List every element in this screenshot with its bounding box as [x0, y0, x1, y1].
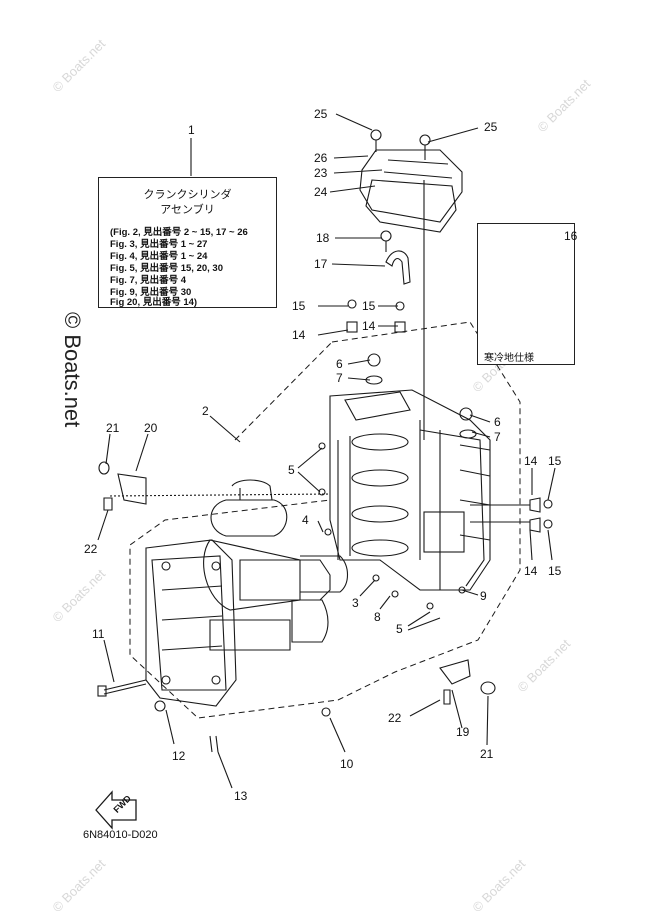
- legend-line: Fig. 4, 見出番号 1 ~ 24: [110, 251, 208, 262]
- diagram-code: 6N84010-D020: [83, 829, 158, 841]
- inset-caption: 寒冷地仕様: [484, 353, 534, 364]
- callout-26[interactable]: 26: [314, 151, 328, 165]
- leader-14a: [317, 329, 349, 336]
- callout-1[interactable]: 1: [188, 123, 195, 137]
- callout-3[interactable]: 3: [352, 596, 359, 610]
- leader-14d: [529, 529, 533, 561]
- leader-17: [331, 263, 386, 267]
- leader-4: [317, 520, 324, 533]
- leader-15d: [547, 529, 553, 561]
- callout-10[interactable]: 10: [340, 757, 354, 771]
- leader-21b: [486, 695, 489, 746]
- leader-26: [333, 155, 369, 159]
- callout-11[interactable]: 11: [92, 627, 105, 641]
- centerline-left: [109, 493, 331, 497]
- clamp-17: [385, 250, 411, 285]
- leader-6b: [469, 414, 491, 423]
- callout-14[interactable]: 14: [292, 328, 306, 342]
- callout-21[interactable]: 21: [106, 421, 120, 435]
- callout-7[interactable]: 7: [494, 430, 501, 444]
- callout-9[interactable]: 9: [480, 589, 487, 603]
- callout-25[interactable]: 25: [484, 120, 498, 134]
- head-gasket: [365, 179, 457, 233]
- leader-13: [217, 751, 233, 789]
- callout-6[interactable]: 6: [494, 415, 501, 429]
- callout-15[interactable]: 15: [548, 454, 562, 468]
- callout-21[interactable]: 21: [480, 747, 494, 761]
- callout-12[interactable]: 12: [172, 749, 186, 763]
- crankcase: [145, 539, 237, 707]
- leader-20: [135, 433, 149, 472]
- callout-6[interactable]: 6: [336, 357, 343, 371]
- cylinder-block: [329, 389, 491, 591]
- leader-23: [333, 169, 383, 174]
- callout-8[interactable]: 8: [374, 610, 381, 624]
- legend-line: Fig. 7, 見出番号 4: [110, 275, 187, 286]
- leader-19: [451, 689, 463, 729]
- part-19: [439, 659, 471, 685]
- legend-title-line1: クランクシリンダ: [143, 189, 232, 201]
- callout-14[interactable]: 14: [524, 454, 538, 468]
- cold-climate-inset: 寒冷地仕様: [477, 223, 575, 365]
- callout-16[interactable]: 16: [564, 229, 578, 243]
- leader-3: [359, 579, 376, 597]
- part-20: [117, 473, 147, 505]
- bolt-11: [103, 679, 147, 695]
- callout-15[interactable]: 15: [362, 299, 376, 313]
- head-cover: [359, 149, 463, 223]
- callout-23[interactable]: 23: [314, 166, 328, 180]
- callout-2[interactable]: 2: [202, 404, 209, 418]
- callout-18[interactable]: 18: [316, 231, 330, 245]
- centerline-right: [470, 504, 530, 523]
- callout-15[interactable]: 15: [292, 299, 306, 313]
- leader-5b: [407, 611, 441, 631]
- callout-15[interactable]: 15: [548, 564, 562, 578]
- leader-7b: [471, 431, 491, 438]
- callout-14[interactable]: 14: [524, 564, 538, 578]
- leader-22a: [97, 509, 109, 541]
- callout-13[interactable]: 13: [234, 789, 248, 803]
- leader-8: [379, 595, 391, 610]
- leader-2: [209, 415, 241, 443]
- leader-25b: [427, 127, 479, 143]
- crankshaft: [210, 488, 288, 537]
- callout-7[interactable]: 7: [336, 371, 343, 385]
- leader-5a: [297, 447, 323, 493]
- leader-24: [329, 185, 376, 193]
- callout-20[interactable]: 20: [144, 421, 158, 435]
- callout-25[interactable]: 25: [314, 107, 328, 121]
- callout-22[interactable]: 22: [84, 542, 98, 556]
- leader-10: [329, 717, 346, 753]
- legend-title-line2: アセンブリ: [160, 204, 215, 216]
- leader-15c: [547, 467, 556, 501]
- assembly-outline-dashed: [129, 321, 521, 719]
- legend-line: Fig. 5, 見出番号 15, 20, 30: [110, 263, 223, 274]
- callout-5[interactable]: 5: [288, 463, 295, 477]
- legend-line: (Fig. 2, 見出番号 2 ~ 15, 17 ~ 26: [110, 227, 248, 238]
- callout-14[interactable]: 14: [362, 319, 376, 333]
- assembly-outline-dashed-top: [234, 341, 333, 441]
- legend-line: Fig. 9, 見出番号 30: [110, 287, 192, 298]
- callout-4[interactable]: 4: [302, 513, 309, 527]
- fwd-arrow: [95, 790, 137, 830]
- leader-12: [165, 709, 175, 745]
- leader-21a: [105, 433, 111, 465]
- leader-6a: [347, 359, 371, 365]
- legend-line: Fig. 3, 見出番号 1 ~ 27: [110, 239, 208, 250]
- assembly-legend: クランクシリンダ アセンブリ (Fig. 2, 見出番号 2 ~ 15, 17 …: [98, 177, 277, 308]
- callout-24[interactable]: 24: [314, 185, 328, 199]
- callout-5[interactable]: 5: [396, 622, 403, 636]
- leader-11: [103, 639, 115, 683]
- callout-22[interactable]: 22: [388, 711, 402, 725]
- callout-17[interactable]: 17: [314, 257, 328, 271]
- leader-25a: [335, 113, 373, 131]
- legend-line: Fig 20, 見出番号 14): [110, 297, 198, 308]
- callout-19[interactable]: 19: [456, 725, 470, 739]
- leader-22b: [409, 699, 441, 717]
